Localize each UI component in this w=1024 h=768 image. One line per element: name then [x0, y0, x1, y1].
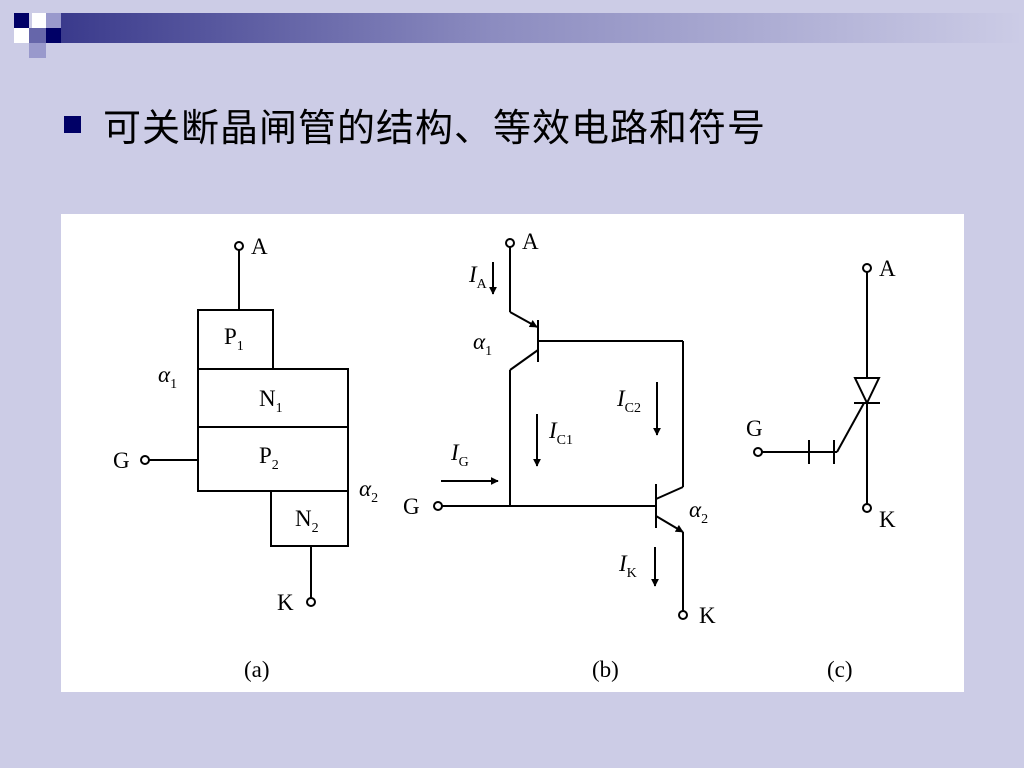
anode-terminal-b [505, 238, 515, 248]
transistor1-collector [509, 349, 539, 371]
current-label-ic2: IC2 [616, 386, 641, 416]
transistor2-collector [655, 486, 684, 500]
gto-symbol-labels: A G K (c) [746, 256, 896, 682]
slide-logo [14, 13, 1024, 58]
anode-label-b: A [522, 229, 539, 254]
gate-terminal-c [753, 447, 763, 457]
gto-structure-diagram [140, 241, 349, 607]
thyristor-triangle-icon [853, 377, 881, 406]
gto-structure-labels: A G K P1 N1 P2 N2 α1 α2 (a) [113, 234, 378, 682]
checker-logo [14, 13, 61, 58]
gate-terminal-b [433, 501, 443, 511]
alpha2-label-b: α2 [689, 497, 708, 527]
anode-label-a: A [251, 234, 268, 259]
layer-n2-box [270, 490, 349, 547]
transistor1-emitter [509, 311, 538, 328]
anode-terminal-c [862, 263, 872, 273]
cathode-label-a: K [277, 590, 294, 615]
figure-panel: A G K P1 N1 P2 N2 α1 α2 (a) [61, 214, 964, 692]
gto-symbol-diagram [753, 263, 881, 513]
equivalent-circuit-labels: A G K IA α1 IC1 IC2 IG α2 IK (b) [403, 229, 716, 682]
gate-label-a: G [113, 448, 130, 473]
layer-n2-label: N2 [295, 506, 319, 536]
cathode-terminal-c [862, 503, 872, 513]
title-bar-gradient [60, 13, 1024, 43]
layer-n1-label: N1 [259, 386, 283, 416]
cathode-terminal-b [678, 610, 688, 620]
caption-c: (c) [827, 657, 853, 682]
alpha1-label-b: α1 [473, 329, 492, 359]
transistor2-emitter [655, 515, 684, 533]
current-label-ik: IK [618, 551, 637, 581]
current-label-ia: IA [468, 262, 488, 292]
cathode-terminal-a [306, 597, 316, 607]
cathode-label-c: K [879, 507, 896, 532]
equivalent-circuit-diagram [433, 238, 688, 620]
layer-p1-label: P1 [224, 324, 244, 354]
circuit-diagram: A G K P1 N1 P2 N2 α1 α2 (a) [113, 229, 896, 682]
cathode-label-b: K [699, 603, 716, 628]
caption-a: (a) [244, 657, 270, 682]
current-label-ic1: IC1 [548, 418, 573, 448]
alpha1-label-a: α1 [158, 362, 177, 392]
current-label-ig: IG [450, 440, 469, 470]
anode-label-c: A [879, 256, 896, 281]
gate-label-b: G [403, 494, 420, 519]
layer-p2-label: P2 [259, 443, 279, 473]
square-bullet-icon [64, 115, 81, 133]
slide-title-row: 可关断晶闸管的结构、等效电路和符号 [64, 96, 766, 152]
gate-terminal-a [140, 455, 150, 465]
gate-label-c: G [746, 416, 763, 441]
alpha2-label-a: α2 [359, 476, 378, 506]
caption-b: (b) [592, 657, 619, 682]
slide-title: 可关断晶闸管的结构、等效电路和符号 [103, 105, 767, 150]
anode-terminal-a [234, 241, 244, 251]
